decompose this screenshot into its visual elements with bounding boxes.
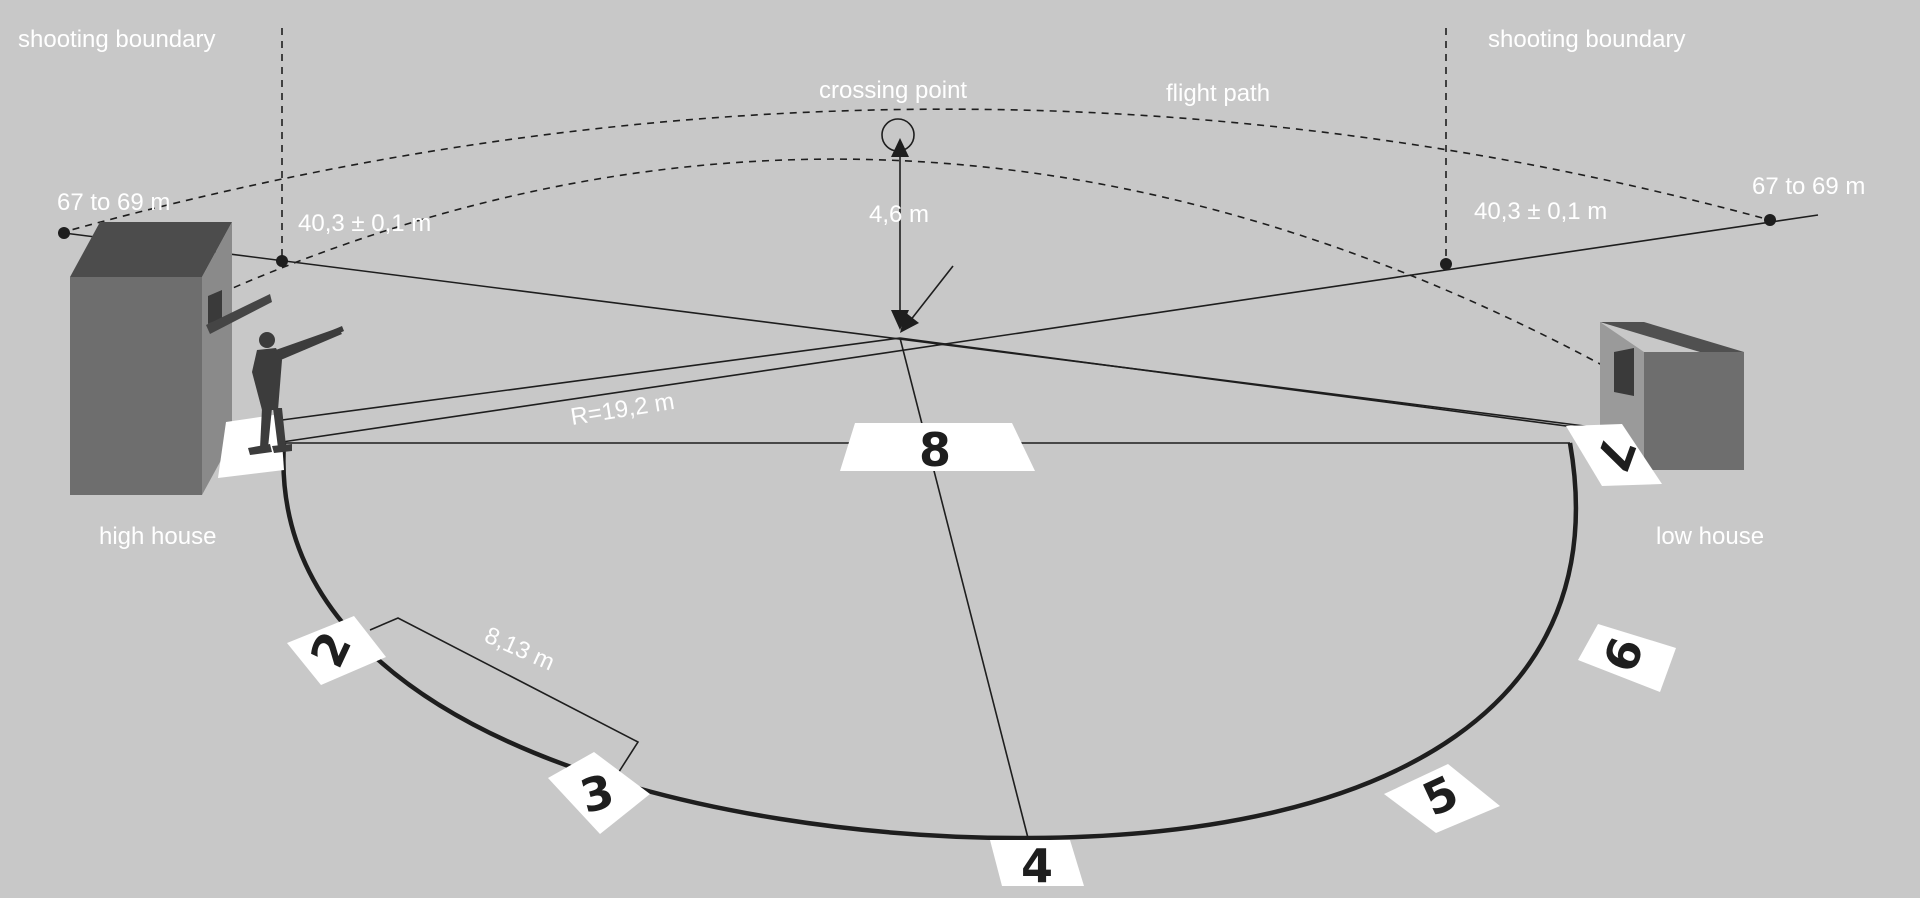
- dot-boundary-right: [1440, 258, 1452, 270]
- distance-label-right: 67 to 69 m: [1752, 173, 1865, 200]
- height-label: 4,6 m: [869, 201, 929, 228]
- high-house-side: [202, 222, 232, 495]
- spacing-bracket: [369, 617, 640, 779]
- line-center-to-station1: [281, 337, 901, 421]
- low-house-front: [1644, 352, 1744, 470]
- station-pad-4: 4: [990, 839, 1084, 893]
- station-4-number: 4: [1021, 839, 1053, 893]
- low-house-label: low house: [1656, 523, 1764, 550]
- high-house-top: [70, 222, 232, 277]
- station-8-number: 8: [919, 423, 951, 477]
- line-center-to-station7: [899, 337, 1613, 433]
- station-arc: [281, 442, 1579, 841]
- station-pad-5: 5: [1384, 764, 1500, 833]
- boundary-distance-label-left: 40,3 ± 0,1 m: [298, 210, 431, 237]
- high-house-label: high house: [99, 523, 216, 550]
- dot-boundary-left: [276, 255, 288, 267]
- low-house-window: [1614, 348, 1634, 396]
- shooting-boundary-label-right: shooting boundary: [1488, 26, 1685, 53]
- pointer-arrowhead: [900, 312, 919, 333]
- low-house-top: [1600, 322, 1744, 352]
- line-high-to-right-end: [63, 232, 1601, 429]
- shooting-boundary-label-left: shooting boundary: [18, 26, 215, 53]
- flight-path-low-house: [59, 108, 1771, 234]
- line-center-to-station4: [899, 337, 1029, 839]
- shooter-icon: [248, 326, 344, 455]
- distance-label-left: 67 to 69 m: [57, 189, 170, 216]
- station-pad-3: 3: [548, 752, 650, 834]
- station-pad-8: 8: [840, 423, 1035, 477]
- crossing-point-marker: [881, 118, 915, 152]
- flight-path-label: flight path: [1166, 80, 1270, 107]
- high-house: [70, 222, 272, 495]
- low-house: [1600, 322, 1744, 470]
- dot-distance-right: [1764, 214, 1776, 226]
- pointer-line: [905, 265, 954, 327]
- crossing-point-label: crossing point: [819, 77, 967, 104]
- high-house-chute: [206, 294, 272, 334]
- dot-distance-left: [58, 227, 70, 239]
- height-arrow-up: [891, 138, 909, 157]
- line-low-to-left: [281, 214, 1819, 443]
- high-house-window: [208, 290, 222, 324]
- high-house-front: [70, 277, 202, 495]
- boundary-distance-label-right: 40,3 ± 0,1 m: [1474, 198, 1607, 225]
- station-pad-2: 2: [287, 616, 386, 685]
